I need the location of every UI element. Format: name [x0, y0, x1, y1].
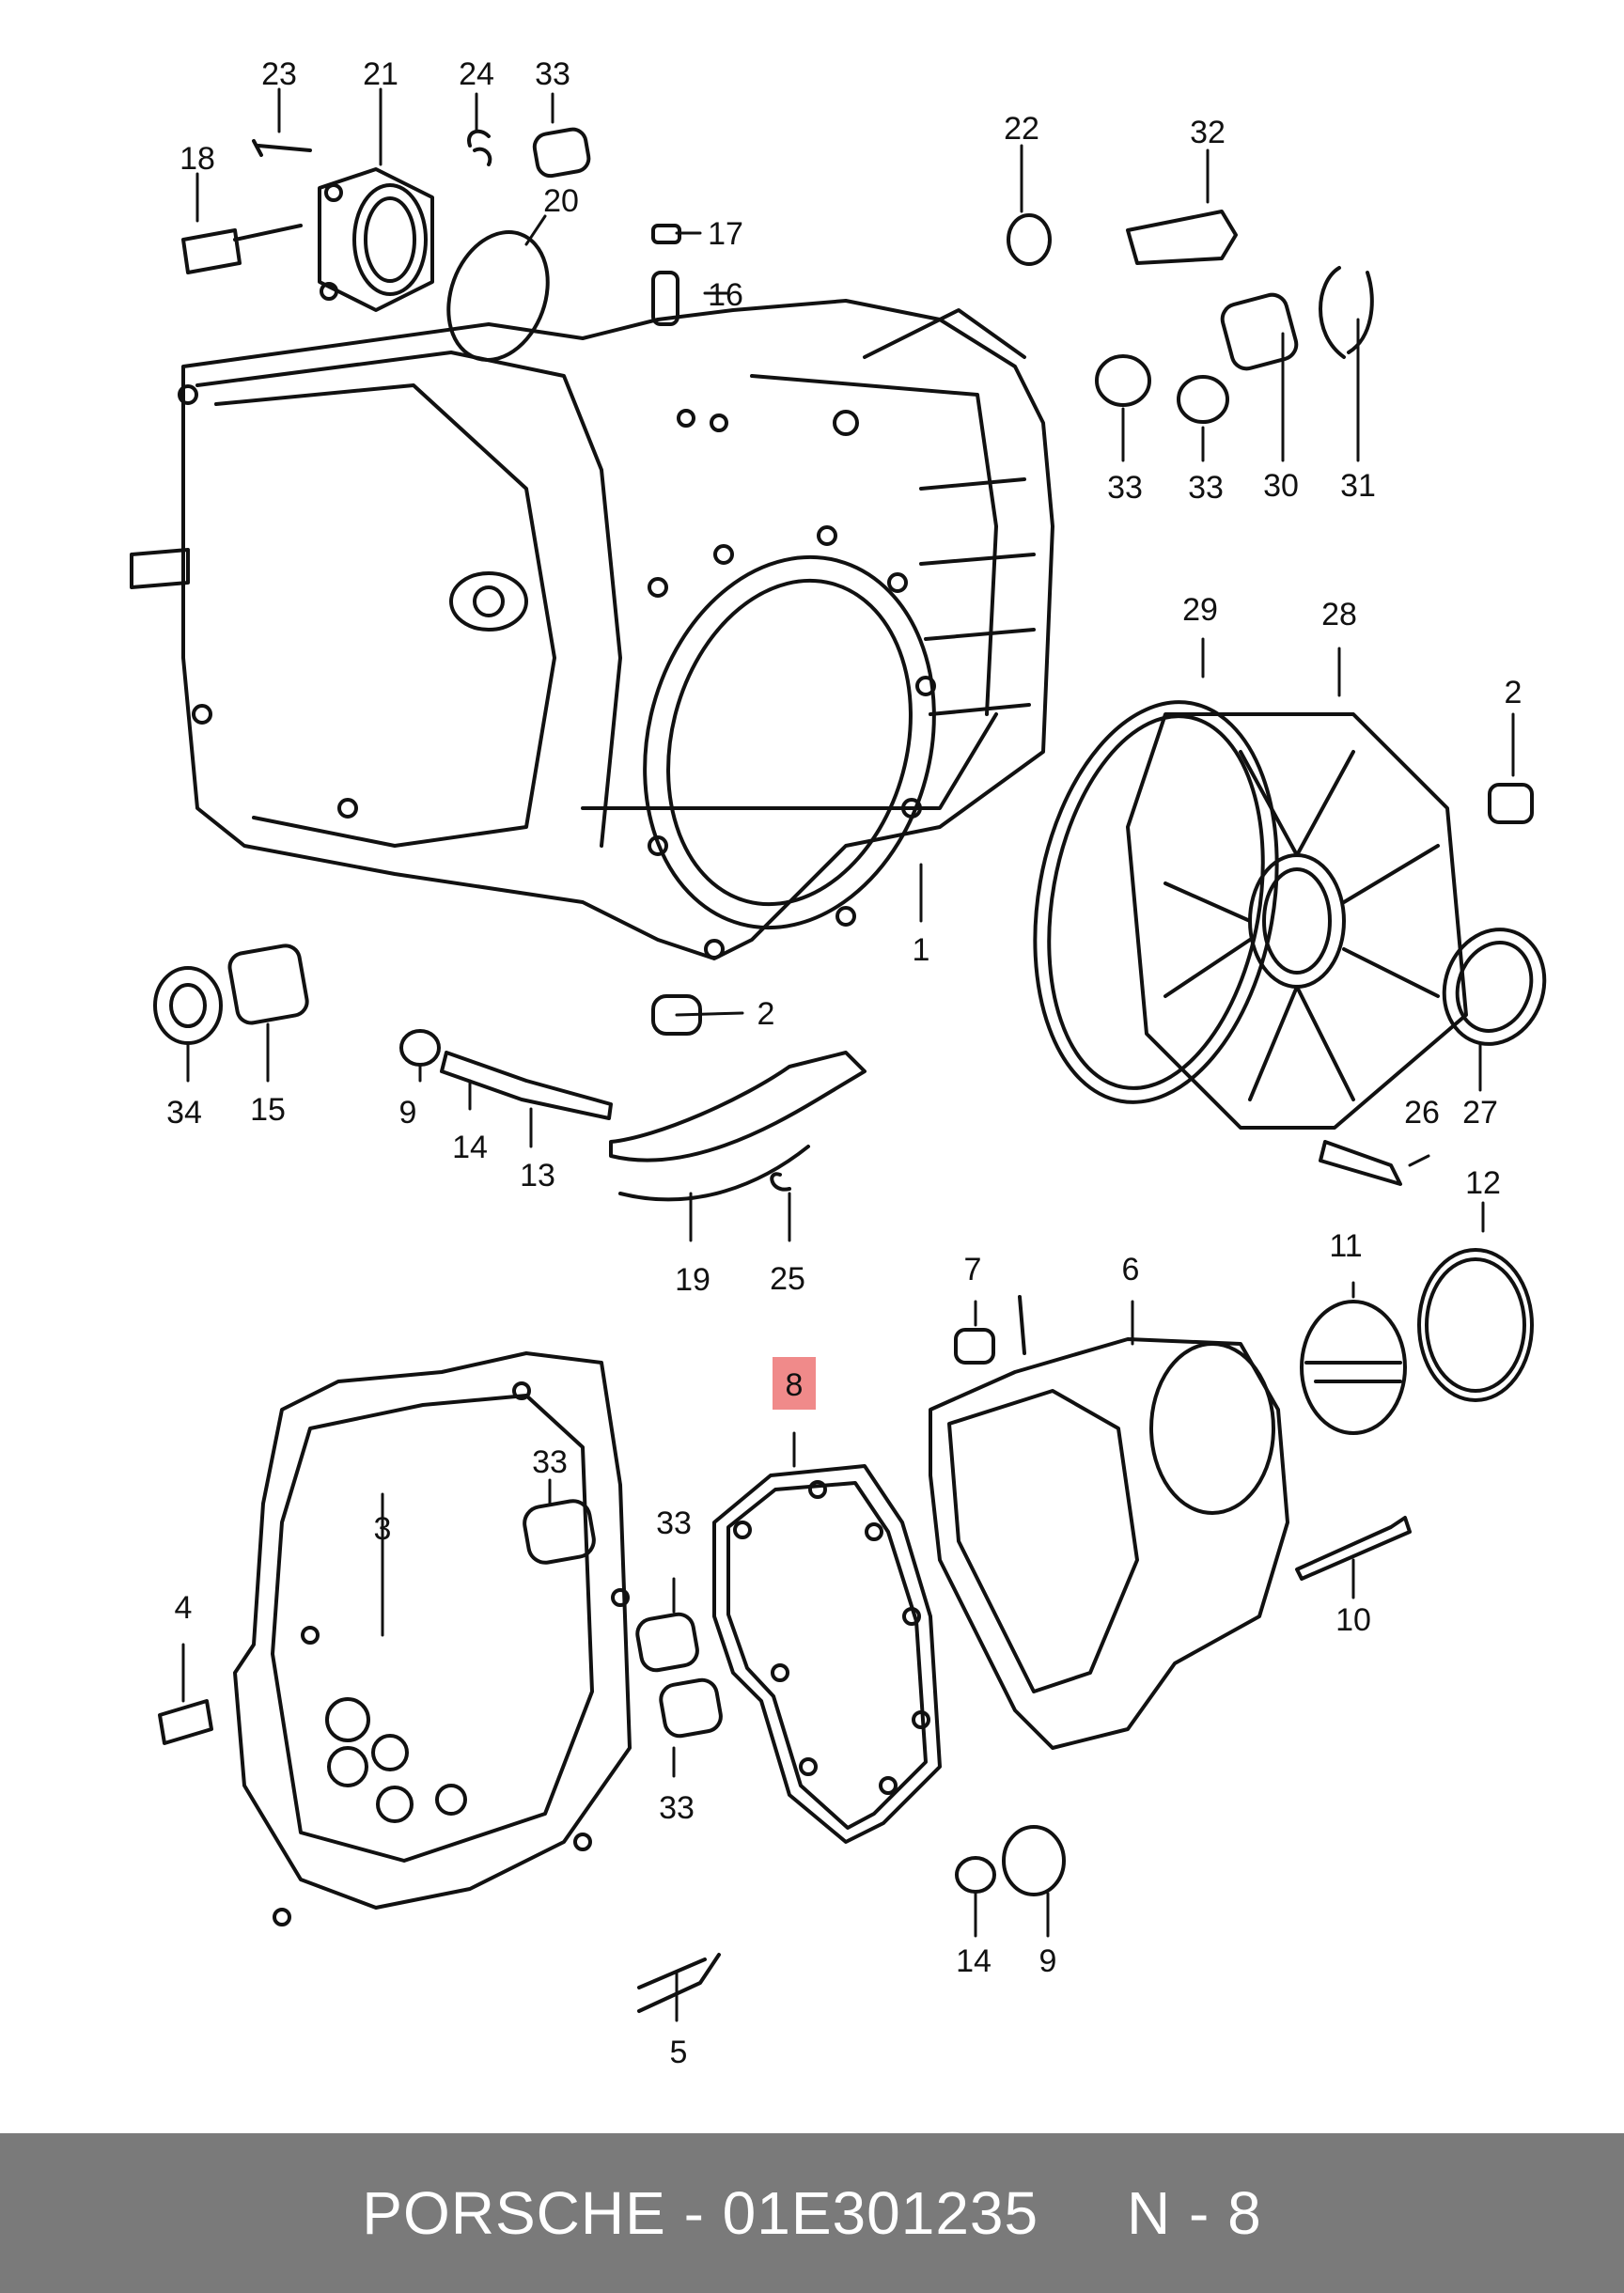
sensor-flange-parts	[181, 127, 681, 362]
callout-26: 26	[1404, 1095, 1440, 1131]
rear-cover-part-6	[929, 1295, 1289, 1750]
callout-labels: 23 21 24 33 18 20 17 16 22 32 33 33 30 3…	[166, 56, 1522, 2070]
callout-19: 19	[675, 1262, 710, 1298]
callout-14: 14	[956, 1943, 992, 1979]
leader-lines	[181, 87, 1515, 2022]
callout-10: 10	[1335, 1602, 1371, 1638]
callout-4: 4	[175, 1590, 193, 1626]
callout-17: 17	[708, 216, 743, 252]
callout-33: 33	[1188, 470, 1224, 506]
highlighted-callout: 8	[773, 1357, 816, 1410]
callout-13: 13	[520, 1158, 555, 1193]
callout-33: 33	[656, 1505, 692, 1541]
callout-9: 9	[399, 1095, 417, 1131]
callout-30: 30	[1263, 468, 1299, 504]
highlight-box	[773, 1357, 816, 1410]
callout-7: 7	[964, 1252, 982, 1287]
intermediate-housing-part	[158, 1351, 721, 2013]
callout-33: 33	[535, 56, 570, 92]
part-number-caption: PORSCHE - 01E301235 N - 8	[362, 2179, 1262, 2247]
gasket-part-8	[712, 1464, 942, 1844]
callout-12: 12	[1465, 1165, 1501, 1201]
callout-16: 16	[708, 277, 743, 313]
callout-15: 15	[250, 1092, 286, 1128]
callout-33: 33	[1107, 470, 1143, 506]
bearing-parts-upper-right	[1007, 210, 1374, 424]
callout-32: 32	[1190, 115, 1226, 150]
exploded-parts-diagram: 8 23 21 24 33 18 20 17 16 22 32 33 33 30…	[130, 56, 1547, 2070]
callout-24: 24	[459, 56, 494, 92]
callout-28: 28	[1321, 597, 1357, 632]
callout-6: 6	[1122, 1252, 1140, 1287]
callout-2: 2	[757, 996, 775, 1032]
sleeve-parts-lower	[523, 1499, 723, 1739]
lower-right-parts	[637, 1248, 1534, 1989]
callout-18: 18	[180, 141, 215, 177]
callout-2: 2	[1505, 675, 1522, 710]
callout-5: 5	[670, 2035, 688, 2070]
callout-9: 9	[1039, 1943, 1057, 1979]
footer-bar: PORSCHE - 01E301235 N - 8	[0, 2133, 1624, 2293]
callout-22: 22	[1004, 111, 1039, 147]
callout-34: 34	[166, 1095, 202, 1131]
callout-27: 27	[1462, 1095, 1498, 1131]
callout-29: 29	[1182, 592, 1218, 628]
small-parts-middle	[153, 944, 867, 1202]
callout-21: 21	[363, 56, 398, 92]
callout-33: 33	[532, 1444, 568, 1480]
callout-3: 3	[374, 1511, 392, 1547]
highlighted-part-label: 8	[786, 1367, 804, 1403]
differential-cover-part	[1033, 700, 1547, 1186]
callout-20: 20	[543, 183, 579, 219]
callout-31: 31	[1340, 468, 1376, 504]
callout-23: 23	[261, 56, 297, 92]
callout-25: 25	[770, 1261, 805, 1297]
callout-1: 1	[913, 932, 930, 968]
callout-11: 11	[1329, 1228, 1362, 1264]
callout-33: 33	[659, 1790, 695, 1826]
callout-14: 14	[452, 1130, 488, 1165]
main-housing-part	[130, 299, 1054, 960]
